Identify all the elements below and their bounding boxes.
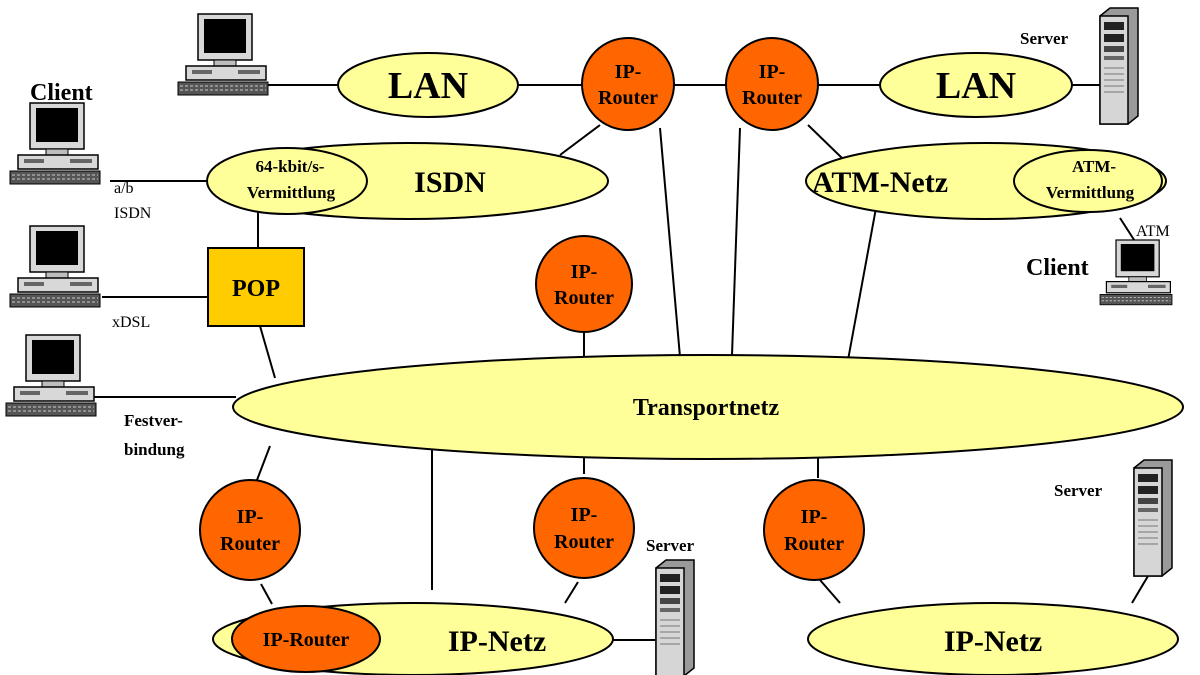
desktop-computer-icon xyxy=(5,334,97,417)
transport-network xyxy=(232,354,1184,460)
festverbindung-label-2: bindung xyxy=(124,440,185,459)
router-label-2: Router xyxy=(598,87,658,109)
tower-server-icon xyxy=(655,559,695,675)
lan-right-network xyxy=(879,52,1073,118)
router-label-1: IP- xyxy=(571,504,598,526)
server-bottom-mid-label: Server xyxy=(646,536,695,555)
desktop-computer-icon xyxy=(177,13,269,96)
ip-router-middle: IP- Router xyxy=(535,235,633,333)
isdn-switch-label-1: 64-kbit/s- xyxy=(256,157,325,176)
ip-router-inline-label: IP-Router xyxy=(263,629,350,651)
isdn-access-label: ISDN xyxy=(114,205,152,222)
transport-label: Transportnetz xyxy=(633,395,780,421)
router-label-2: Router xyxy=(554,287,614,309)
tower-server-icon xyxy=(1099,7,1139,125)
router-label-2: Router xyxy=(784,533,844,555)
ip-router-bottom-right: IP- Router xyxy=(763,479,865,581)
ip-router-top-left: IP- Router xyxy=(581,37,675,131)
router-label-1: IP- xyxy=(759,61,786,83)
lan-left-network xyxy=(337,52,519,118)
lan-right-label: LAN xyxy=(936,65,1016,107)
ip-network-left-label: IP-Netz xyxy=(448,625,546,658)
atm-label: ATM-Netz xyxy=(812,166,948,199)
pop-label: POP xyxy=(232,276,280,302)
server-bottom-right-label: Server xyxy=(1054,481,1103,500)
desktop-computer-icon xyxy=(9,102,101,185)
client-top-label: Client xyxy=(30,80,93,106)
ab-label: a/b xyxy=(114,180,134,197)
connection-lines xyxy=(94,84,1149,641)
ip-network-right-label: IP-Netz xyxy=(944,625,1042,658)
isdn-switch-label-2: Vermittlung xyxy=(247,183,336,202)
festverbindung-label-1: Festver- xyxy=(124,411,183,430)
router-label-1: IP- xyxy=(615,61,642,83)
ip-router-inline xyxy=(231,605,381,673)
atm-switch xyxy=(1013,149,1163,213)
server-top-label: Server xyxy=(1020,29,1069,48)
ip-router-top-right: IP- Router xyxy=(725,37,819,131)
router-label-1: IP- xyxy=(237,506,264,528)
atm-switch-label-2: Vermittlung xyxy=(1046,183,1135,202)
xdsl-label: xDSL xyxy=(112,314,150,331)
lan-left-label: LAN xyxy=(388,65,468,107)
router-label-1: IP- xyxy=(801,506,828,528)
desktop-computer-icon xyxy=(1099,239,1173,306)
desktop-computer-icon xyxy=(9,225,101,308)
isdn-label: ISDN xyxy=(414,166,486,199)
ip-router-bottom-left: IP- Router xyxy=(199,479,301,581)
client-atm-label: Client xyxy=(1026,255,1089,281)
isdn-switch xyxy=(206,147,368,215)
atm-switch-label-1: ATM- xyxy=(1072,157,1116,176)
router-label-1: IP- xyxy=(571,261,598,283)
atm-access-label: ATM xyxy=(1136,223,1170,240)
tower-server-icon xyxy=(1133,459,1173,577)
router-label-2: Router xyxy=(220,533,280,555)
ip-router-bottom-middle: IP- Router xyxy=(533,477,635,579)
router-label-2: Router xyxy=(554,531,614,553)
ip-network-right xyxy=(807,602,1179,675)
pop-box: POP xyxy=(207,247,305,327)
router-label-2: Router xyxy=(742,87,802,109)
